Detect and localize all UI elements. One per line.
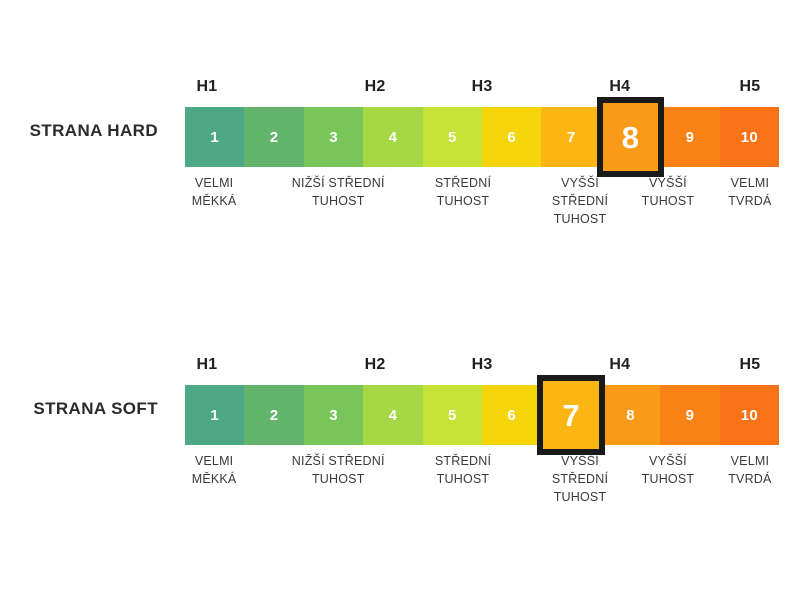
segment-number: 8	[626, 406, 635, 424]
segment-number: 5	[448, 128, 457, 146]
tier-label-h4: H4	[609, 356, 631, 373]
segment-number: 1	[210, 128, 220, 146]
segment-fill	[537, 375, 605, 455]
scale-side-label-hard: STRANA HARD	[29, 121, 158, 140]
segment-number: 5	[448, 406, 457, 424]
scale-side-label-soft: STRANA SOFT	[33, 399, 158, 418]
hardness-segment[interactable]: 6	[482, 107, 542, 167]
hardness-bar-hard: 1 2 3 4 5 6 7 8 9 10	[185, 97, 780, 177]
hardness-segment[interactable]: 6	[482, 385, 542, 445]
hardness-caption: VYŠŠÍ TUHOST	[641, 454, 695, 486]
hardness-segment[interactable]: 2	[244, 107, 304, 167]
hardness-caption: STŘEDNÍ TUHOST	[434, 176, 492, 208]
hardness-segment[interactable]: 8	[600, 385, 661, 445]
selection-box	[596, 97, 665, 177]
tier-label-row-soft: H1 H2 H3 H4 H5	[185, 356, 779, 383]
segment-number: 8	[621, 119, 640, 155]
hardness-segment[interactable]: 9	[660, 385, 720, 445]
hardness-segment[interactable]: 4	[363, 385, 423, 445]
segment-number: 6	[507, 406, 517, 424]
tier-label-h1: H1	[196, 78, 218, 95]
segment-fill	[596, 97, 665, 177]
tier-label-h1: H1	[196, 356, 218, 373]
tier-label-h5: H5	[739, 78, 761, 95]
segment-number: 6	[507, 128, 517, 146]
segment-number: 2	[269, 128, 279, 146]
selection-box	[537, 375, 605, 455]
hardness-segment[interactable]: 5	[422, 107, 483, 167]
tier-label-h5: H5	[739, 356, 761, 373]
hardness-segment[interactable]: 2	[244, 385, 304, 445]
segment-number: 7	[562, 397, 580, 433]
segment-number: 10	[740, 406, 758, 424]
hardness-segment[interactable]: 7	[541, 107, 601, 167]
hardness-segment-selected[interactable]: 8	[596, 97, 665, 177]
hardness-caption: VYŠŠÍ STŘEDNÍ TUHOST	[551, 454, 609, 504]
hardness-segment[interactable]: 9	[660, 107, 720, 167]
hardness-segment[interactable]: 1	[185, 385, 245, 445]
segment-number: 4	[388, 406, 398, 424]
segment-number: 2	[269, 406, 279, 424]
hardness-segment[interactable]: 5	[422, 385, 483, 445]
hardness-caption: VELMI MĚKKÁ	[191, 454, 237, 486]
hardness-segment[interactable]: 1	[185, 107, 245, 167]
hardness-segment-selected[interactable]: 7	[537, 375, 605, 455]
tier-label-row-hard: H1 H2 H3 H4 H5	[185, 78, 779, 105]
hardness-caption: VELMI TVRDÁ	[728, 176, 772, 208]
caption-row-soft: VELMI MĚKKÁ NIŽŠÍ STŘEDNÍ TUHOST STŘEDNÍ T…	[185, 453, 779, 515]
hardness-segment[interactable]: 4	[363, 107, 423, 167]
segment-number: 10	[740, 128, 758, 146]
tier-label-h3: H3	[471, 78, 493, 95]
tier-label-h3: H3	[471, 356, 493, 373]
segment-number: 4	[388, 128, 398, 146]
hardness-segment[interactable]: 10	[719, 385, 780, 445]
hardness-caption: VELMI MĚKKÁ	[191, 176, 237, 208]
hardness-caption: VELMI TVRDÁ	[728, 454, 772, 486]
hardness-caption: STŘEDNÍ TUHOST	[434, 454, 492, 486]
hardness-caption: VYŠŠÍ STŘEDNÍ TUHOST	[551, 176, 609, 226]
hardness-segment[interactable]: 3	[303, 107, 364, 167]
tier-label-h4: H4	[609, 78, 631, 95]
hardness-caption: VYŠŠÍ TUHOST	[641, 176, 695, 208]
hardness-segment[interactable]: 3	[303, 385, 364, 445]
hardness-caption: NIŽŠÍ STŘEDNÍ TUHOST	[291, 454, 385, 486]
segment-number: 1	[210, 406, 220, 424]
hardness-caption: NIŽŠÍ STŘEDNÍ TUHOST	[291, 176, 385, 208]
hardness-segment[interactable]: 10	[719, 107, 780, 167]
segment-number: 7	[566, 128, 576, 146]
hardness-bar-soft: 1 2 3 4 5 6 7 8 9 10	[185, 375, 780, 455]
segment-number: 9	[685, 406, 695, 424]
segment-number: 3	[329, 406, 338, 424]
segment-number: 9	[685, 128, 695, 146]
segment-number: 3	[329, 128, 338, 146]
tier-label-h2: H2	[364, 78, 386, 95]
caption-row-hard: VELMI MĚKKÁ NIŽŠÍ STŘEDNÍ TUHOST STŘEDNÍ T…	[185, 175, 779, 237]
tier-label-h2: H2	[364, 356, 386, 373]
